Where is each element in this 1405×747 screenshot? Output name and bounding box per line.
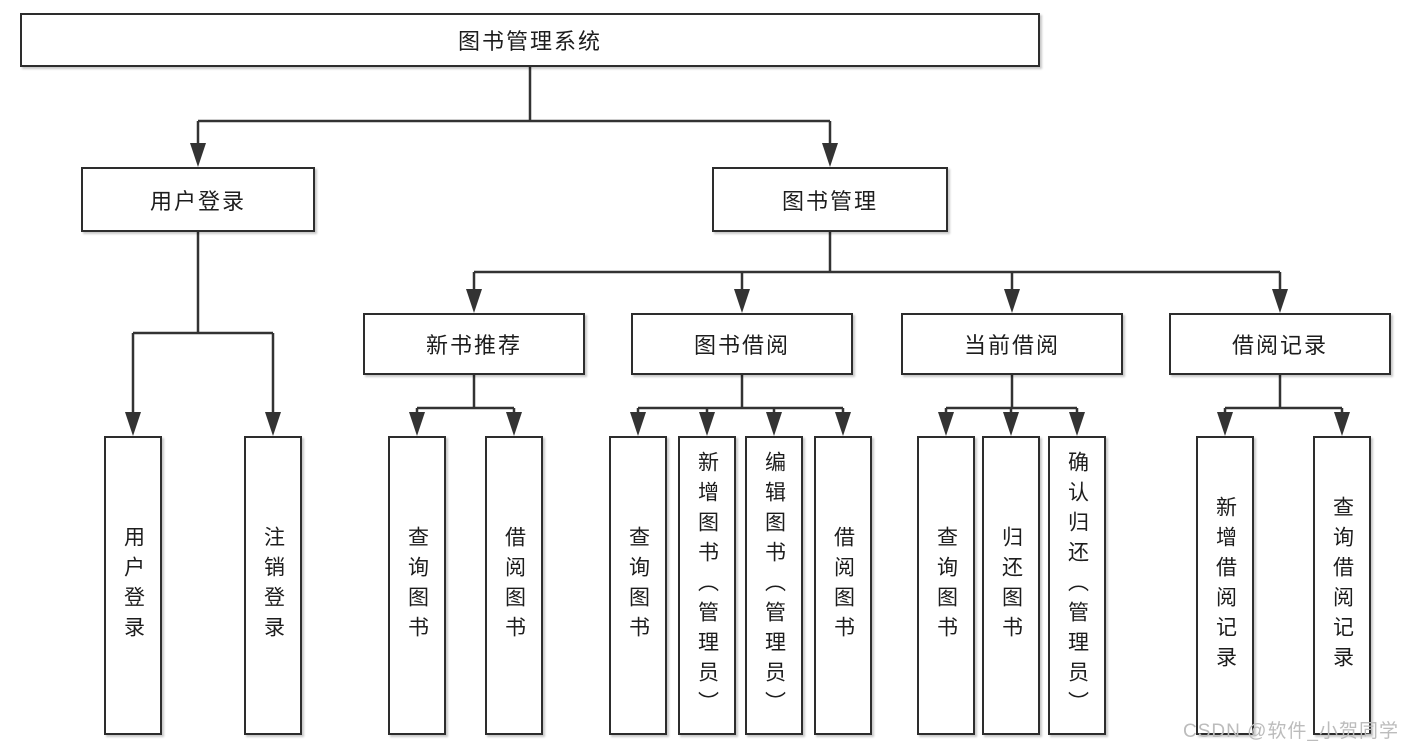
- node-book-borrowing: 图书借阅: [631, 313, 853, 375]
- leaf-records-query-borrow-record: 查询借阅记录: [1313, 436, 1371, 735]
- leaf-borrowing-borrow-books: 借阅图书: [814, 436, 872, 735]
- connector-new-book: [415, 375, 516, 414]
- connector-book-management: [472, 232, 1282, 291]
- connector-records: [1223, 375, 1344, 414]
- node-library-management-system: 图书管理系统: [20, 13, 1040, 67]
- node-borrowing-records: 借阅记录: [1169, 313, 1391, 375]
- leaf-current-return-books: 归还图书: [982, 436, 1040, 735]
- connector-current: [944, 375, 1079, 414]
- leaf-records-add-borrow-record: 新增借阅记录: [1196, 436, 1254, 735]
- node-book-management: 图书管理: [712, 167, 948, 232]
- connector-root: [196, 67, 832, 145]
- leaf-borrowing-query-books: 查询图书: [609, 436, 667, 735]
- arrowheads: [125, 143, 1350, 436]
- leaf-borrowing-edit-books-admin: 编辑图书（管理员）: [745, 436, 803, 735]
- leaf-current-confirm-return-admin: 确认归还（管理员）: [1048, 436, 1106, 735]
- leaf-borrowing-add-books-admin: 新增图书（管理员）: [678, 436, 736, 735]
- leaf-newbook-query-books: 查询图书: [388, 436, 446, 735]
- node-current-borrowing: 当前借阅: [901, 313, 1123, 375]
- csdn-watermark: CSDN @软件_小贺同学: [1183, 721, 1399, 742]
- leaf-newbook-borrow-books: 借阅图书: [485, 436, 543, 735]
- leaf-current-query-books: 查询图书: [917, 436, 975, 735]
- connector-borrowing: [636, 375, 845, 414]
- leaf-user-login: 用户登录: [104, 436, 162, 735]
- leaf-logout-login: 注销登录: [244, 436, 302, 735]
- node-user-login: 用户登录: [81, 167, 315, 232]
- node-new-book-recommendation: 新书推荐: [363, 313, 585, 375]
- connector-user-login: [131, 232, 275, 414]
